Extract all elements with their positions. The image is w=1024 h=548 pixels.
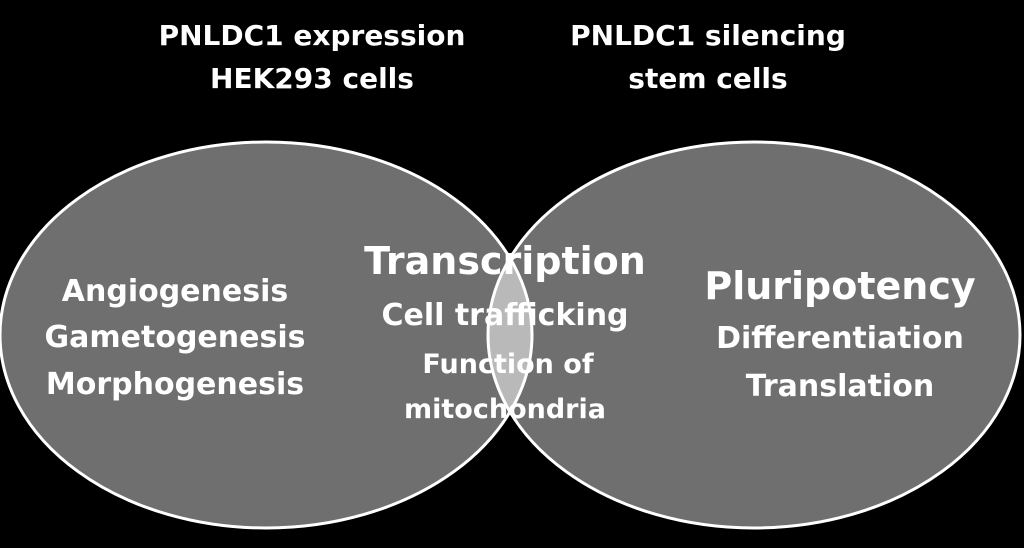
right-item-pluripotency: Pluripotency: [704, 264, 976, 308]
left-item-angiogenesis: Angiogenesis: [62, 274, 288, 309]
left-header-line-2: HEK293 cells: [210, 62, 414, 95]
left-set-circle: [0, 142, 532, 528]
right-set-circle: [488, 142, 1020, 528]
overlap-item-function-of: Function of: [422, 349, 593, 380]
right-set-outline: [486, 140, 1022, 530]
left-set-outline: [0, 140, 534, 530]
overlap-item-cell-trafficking: Cell trafficking: [381, 298, 628, 333]
right-header-line-1: PNLDC1 silencing: [570, 19, 846, 52]
overlap-item-mitochondria: mitochondria: [404, 394, 606, 425]
left-header-line-1: PNLDC1 expression: [159, 19, 466, 52]
overlap-item-transcription: Transcription: [364, 239, 646, 283]
right-item-translation: Translation: [746, 369, 935, 404]
left-item-gametogenesis: Gametogenesis: [45, 320, 306, 355]
right-item-differentiation: Differentiation: [716, 321, 964, 356]
left-item-morphogenesis: Morphogenesis: [46, 367, 304, 402]
right-header-line-2: stem cells: [628, 62, 787, 95]
